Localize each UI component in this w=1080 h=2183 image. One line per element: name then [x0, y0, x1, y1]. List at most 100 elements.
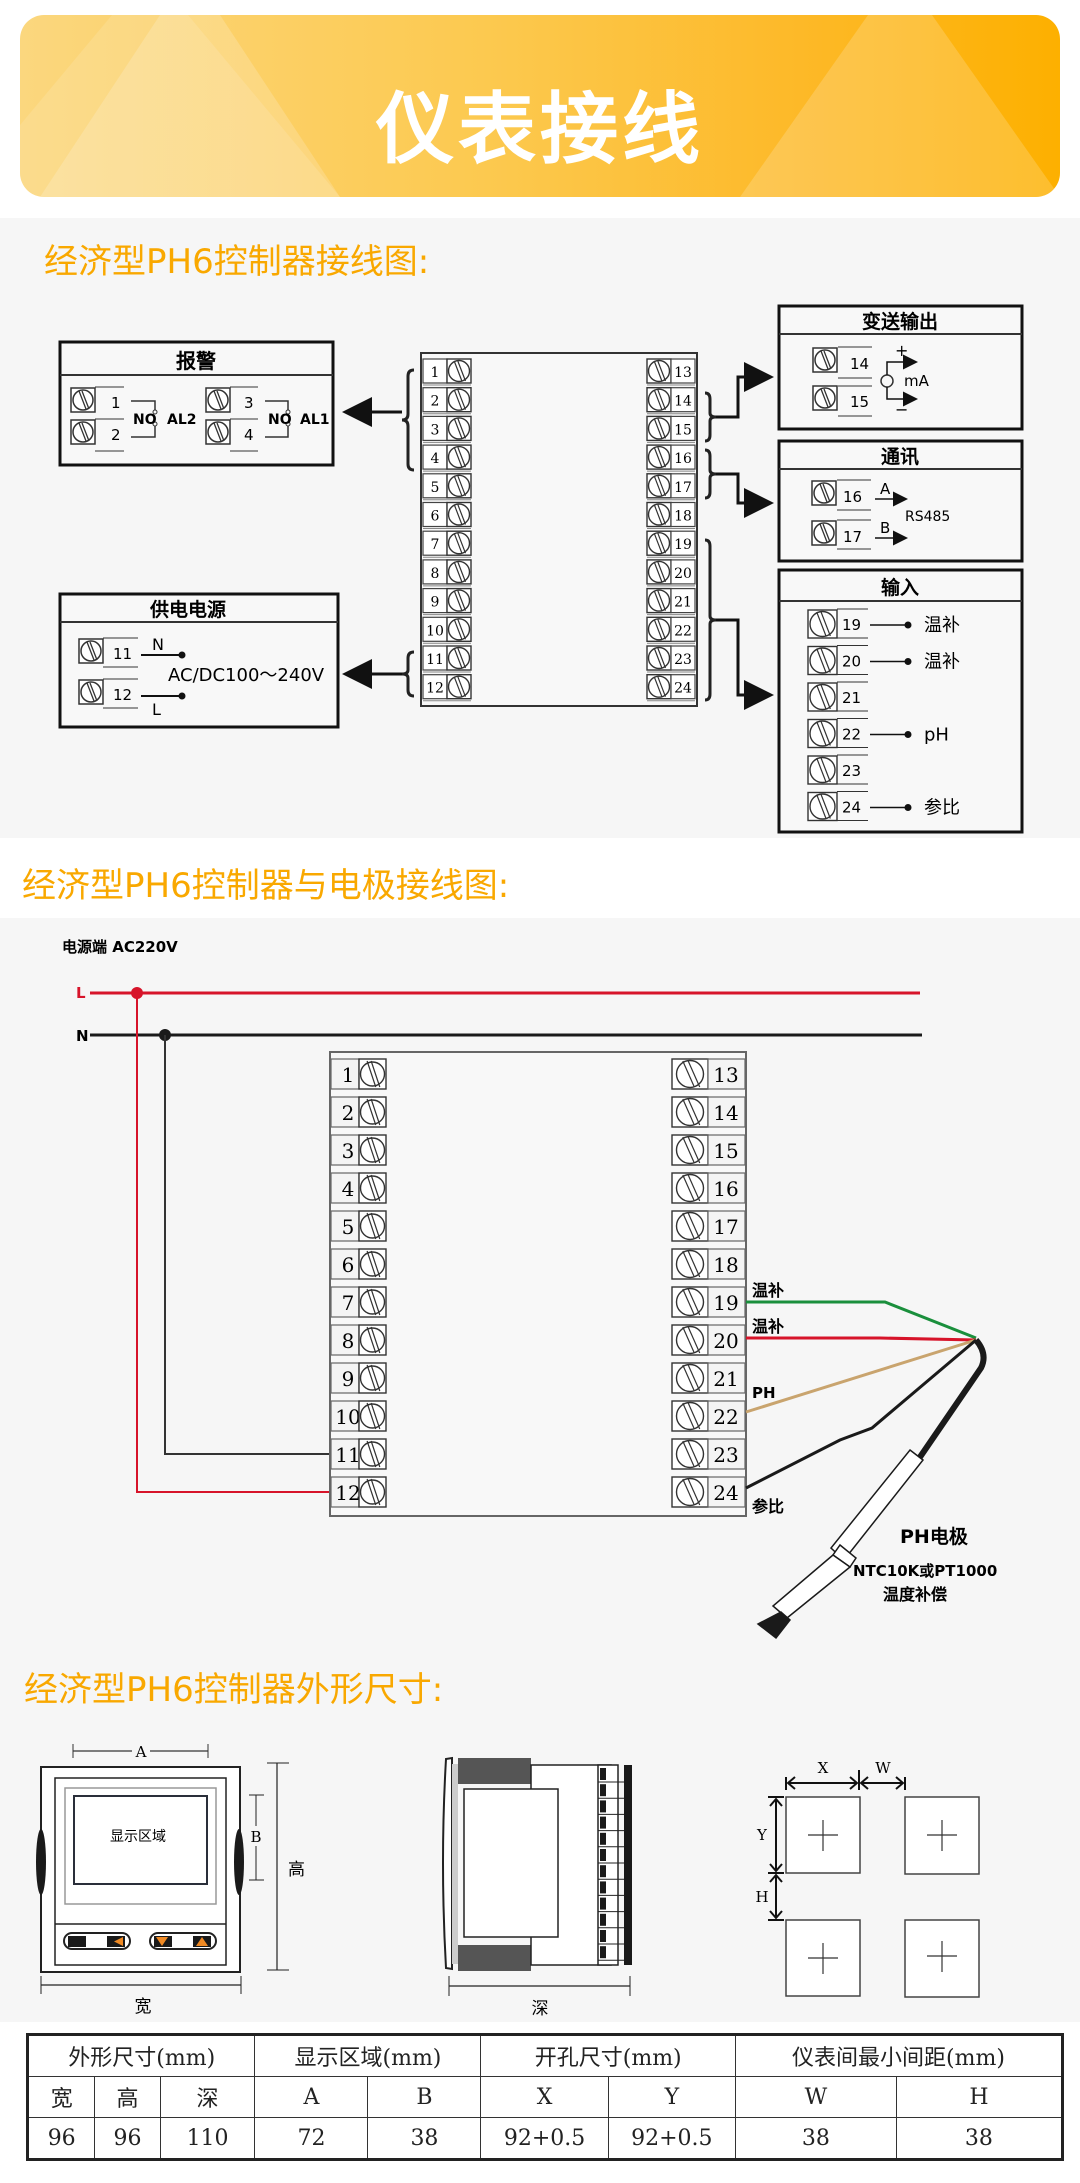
- terminal-screw-icon: [671, 1476, 709, 1508]
- terminal-screw-icon: [358, 1286, 387, 1318]
- power-source-label: 电源端 AC220V: [62, 938, 178, 956]
- svg-text:变送输出: 变送输出: [862, 310, 938, 333]
- terminal-screw-icon: [646, 616, 672, 642]
- terminal-number: 1: [342, 1063, 355, 1087]
- svg-text:输入: 输入: [881, 576, 919, 599]
- wire-temp-1: [746, 1300, 977, 1340]
- brace-transmit: [704, 391, 717, 443]
- terminal-number: 8: [431, 566, 440, 582]
- line-l-label: L: [76, 984, 86, 1002]
- brace-power: [401, 650, 415, 698]
- terminal-screw-icon: [671, 1096, 709, 1128]
- input-terminal-number: 22: [842, 726, 861, 744]
- terminal-number: 4: [342, 1177, 355, 1201]
- terminal-screw-icon: [446, 559, 472, 585]
- terminal-screw-icon: [646, 559, 672, 585]
- front-view: A 显示区域 高 B 宽: [36, 1743, 305, 2017]
- terminal-9: 9: [422, 587, 472, 616]
- terminal-16: 16: [646, 444, 696, 472]
- terminal-number: 15: [674, 422, 692, 438]
- terminal-screw-icon: [446, 674, 472, 700]
- terminal-screw-icon: [646, 645, 672, 671]
- terminal-screw-icon: [807, 791, 838, 822]
- svg-text:+: +: [895, 341, 908, 360]
- terminal-screw-icon: [646, 530, 672, 556]
- cutout-layout: X W Y H: [755, 1759, 980, 1998]
- banner-title: 仪表接线: [375, 85, 704, 175]
- svg-text:深: 深: [532, 1999, 549, 2019]
- terminal-number: 5: [431, 480, 440, 496]
- terminal-number: 14: [674, 394, 692, 410]
- terminal-number: 15: [713, 1139, 738, 1163]
- dimension-table: 外形尺寸(mm) 显示区域(mm) 开孔尺寸(mm) 仪表间最小间距(mm) 宽…: [26, 2033, 1064, 2161]
- terminal-screw-icon: [446, 587, 472, 614]
- svg-text:高: 高: [288, 1860, 305, 1880]
- terminal-number: 19: [713, 1291, 738, 1315]
- terminal-number: 20: [713, 1329, 738, 1353]
- terminal-number: 16: [674, 451, 692, 467]
- svg-text:mA: mA: [904, 372, 930, 390]
- input-terminal-number: 24: [842, 799, 861, 817]
- section-title-dimensions: 经济型PH6控制器外形尺寸:: [24, 1670, 444, 1710]
- terminal-screw-icon: [358, 1058, 387, 1090]
- terminal-screw-icon: [358, 1476, 387, 1508]
- terminal-screw-icon: [671, 1324, 709, 1356]
- terminal-14: 14: [671, 1096, 746, 1128]
- svg-text:17: 17: [843, 528, 862, 546]
- terminal-16: 16: [671, 1172, 746, 1204]
- terminal-screw-icon: [358, 1172, 387, 1204]
- terminal-20: 20: [671, 1324, 746, 1356]
- table-value-cell: 110: [159, 2117, 256, 2160]
- terminal-number: 19: [674, 537, 692, 553]
- terminal-3: 3: [330, 1134, 387, 1166]
- terminal-2: 2: [330, 1096, 387, 1128]
- terminal-number: 18: [674, 509, 692, 525]
- terminal-screw-icon: [807, 718, 838, 749]
- terminal-screw-icon: [671, 1438, 709, 1470]
- input-signal-label: 温补: [924, 615, 960, 636]
- terminal-screw-icon: [446, 415, 472, 442]
- svg-text:通讯: 通讯: [881, 446, 919, 468]
- terminal-screw-icon: [446, 473, 472, 499]
- input-row: 23: [807, 754, 868, 785]
- input-terminal-number: 19: [842, 616, 861, 634]
- svg-text:3: 3: [244, 394, 254, 412]
- svg-text:RS485: RS485: [905, 509, 950, 525]
- input-row: 21: [807, 681, 868, 712]
- table-header-cell: Y: [607, 2076, 736, 2118]
- group-min-spacing: 仪表间最小间距(mm): [734, 2034, 1064, 2077]
- terminal-4: 4: [330, 1172, 387, 1204]
- svg-text:1: 1: [111, 394, 121, 412]
- svg-text:A: A: [135, 1743, 147, 1761]
- terminal-15: 15: [646, 415, 696, 443]
- terminal-screw-icon: [671, 1362, 709, 1394]
- terminal-screw-icon: [646, 415, 672, 442]
- terminal-screw-icon: [358, 1134, 387, 1166]
- section-title-electrode: 经济型PH6控制器与电极接线图:: [22, 866, 510, 906]
- terminal-number: 16: [713, 1177, 738, 1201]
- svg-text:NO: NO: [268, 412, 292, 428]
- svg-text:12: 12: [113, 686, 132, 704]
- svg-text:Y: Y: [756, 1826, 768, 1844]
- terminal-screw-icon: [358, 1400, 387, 1432]
- terminal-screw-icon: [671, 1134, 709, 1166]
- input-row: 22 pH: [807, 718, 949, 749]
- terminal-18: 18: [646, 501, 696, 529]
- terminal-22: 22: [671, 1400, 746, 1432]
- svg-text:显示区域: 显示区域: [110, 1829, 166, 1845]
- input-signal-label: pH: [924, 725, 949, 746]
- brace-comm: [704, 448, 717, 500]
- terminal-screw-icon: [646, 358, 672, 384]
- table-header-cell: 宽: [26, 2076, 96, 2118]
- input-terminal-number: 20: [842, 653, 861, 671]
- terminal-screw-icon: [446, 387, 472, 413]
- table-value-cell: 38: [734, 2117, 897, 2160]
- terminal-screw-icon: [671, 1172, 709, 1204]
- terminal-21: 21: [646, 587, 696, 616]
- terminal-number: 7: [342, 1291, 355, 1315]
- terminal-screw-icon: [358, 1324, 387, 1356]
- header-banner: 仪表接线: [20, 15, 1060, 197]
- terminal-number: 10: [335, 1405, 360, 1429]
